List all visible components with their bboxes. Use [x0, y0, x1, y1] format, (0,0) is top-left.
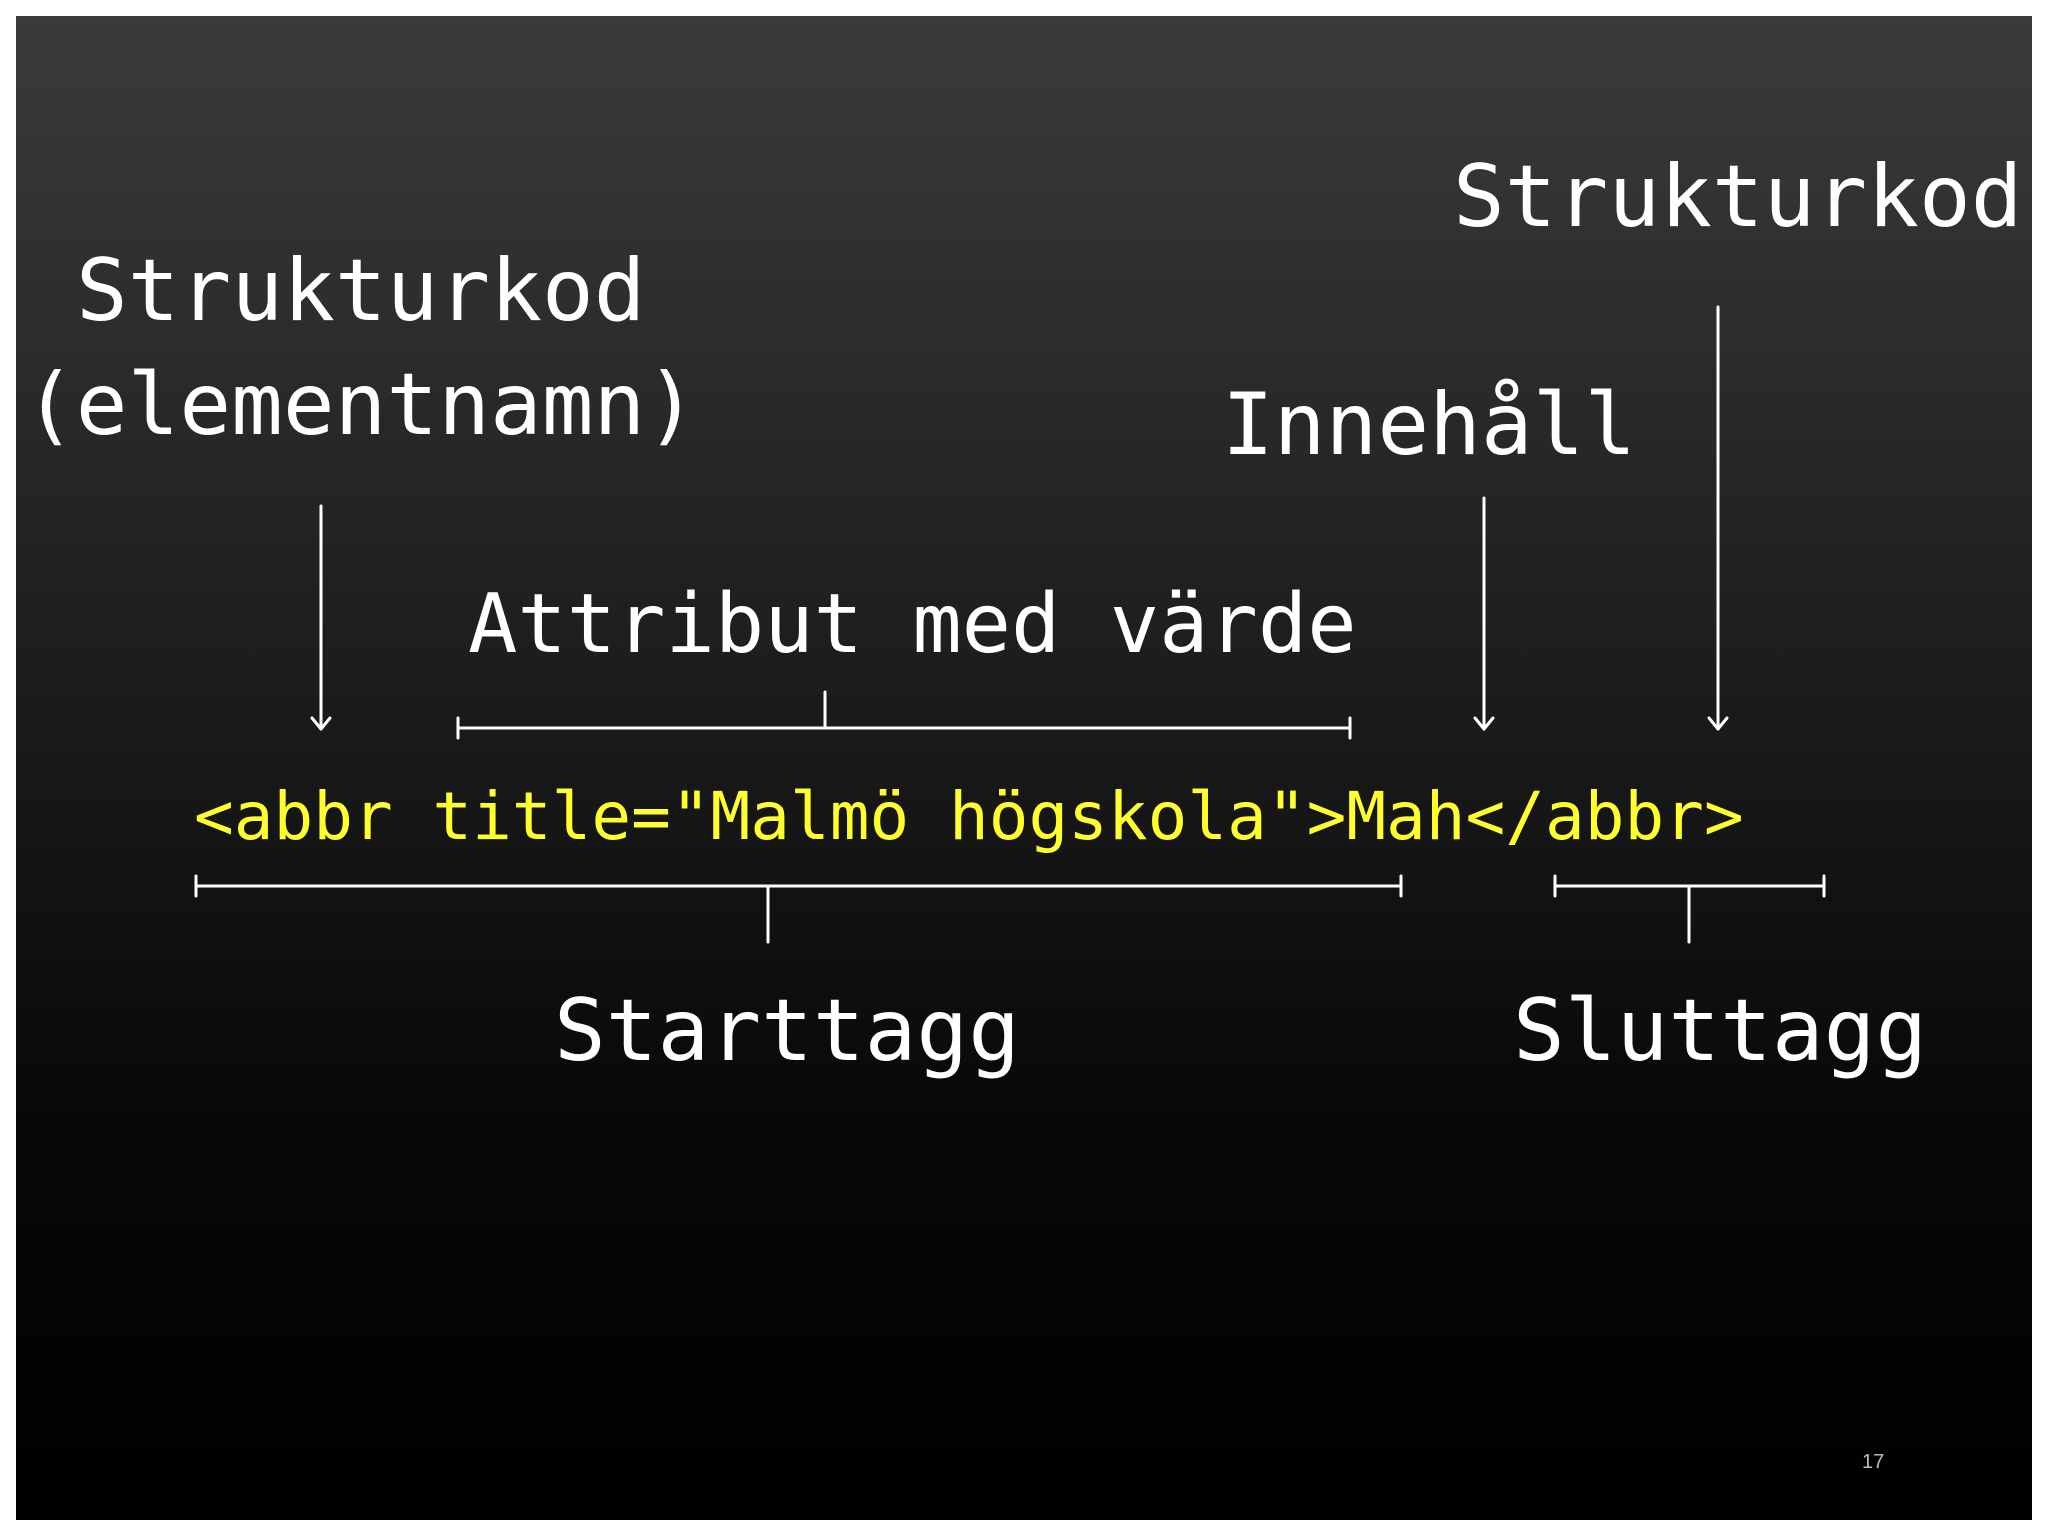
label-sluttagg: Sluttagg: [1513, 981, 1928, 1081]
slide: Strukturkod (elementnamn) Attribut med v…: [16, 16, 2032, 1520]
bracket-starttagg: [194, 874, 1403, 944]
code-abbr-example: <abbr title="Malmö högskola">Mah</abbr>: [194, 778, 1744, 855]
arrow-elementnamn: [310, 504, 332, 731]
label-strukturkod-right: Strukturkod: [1453, 147, 2023, 247]
page-number: 17: [1862, 1451, 1885, 1473]
arrow-strukturkod-right: [1707, 305, 1729, 731]
label-attribut-med-varde: Attribut med värde: [468, 577, 1357, 672]
bracket-sluttagg: [1553, 874, 1826, 944]
label-strukturkod-left: Strukturkod: [76, 241, 646, 341]
arrow-innehall: [1473, 496, 1495, 731]
label-innehall: Innehåll: [1222, 375, 1637, 475]
diagram-lines: [194, 305, 1826, 944]
bracket-attribut: [456, 690, 1352, 740]
label-elementnamn: (elementnamn): [24, 355, 698, 455]
label-starttagg: Starttagg: [554, 981, 1020, 1081]
